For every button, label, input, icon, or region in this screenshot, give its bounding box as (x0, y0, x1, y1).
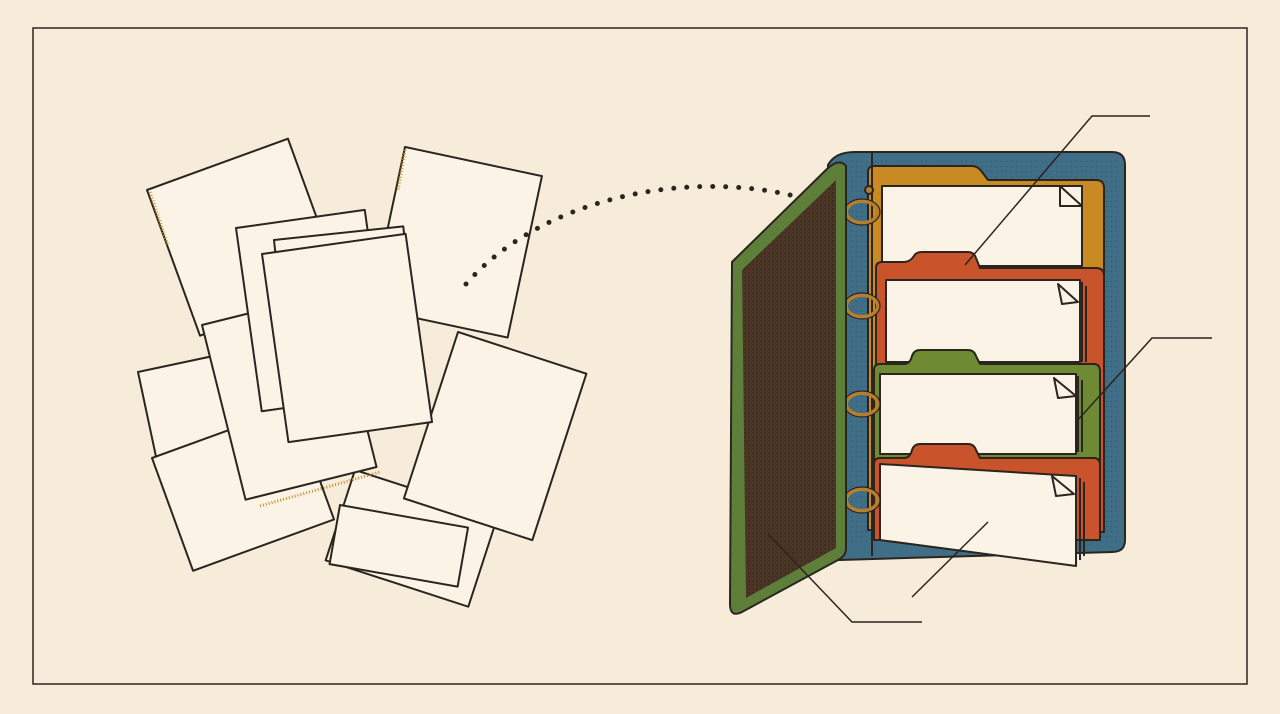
callout-line-top (964, 115, 1150, 266)
divider-rust-2 (873, 443, 1101, 567)
paper-sheet-top (261, 232, 434, 444)
outer-frame (32, 27, 1248, 685)
paper-sheet (328, 504, 470, 588)
ring-binder (729, 151, 1126, 615)
callout-line-bottom-page (911, 521, 989, 598)
loose-papers-pile (137, 137, 588, 608)
callout-line-bottom-cover (767, 533, 922, 623)
callout-lines (767, 115, 1212, 623)
callout-line-right (1075, 337, 1212, 423)
